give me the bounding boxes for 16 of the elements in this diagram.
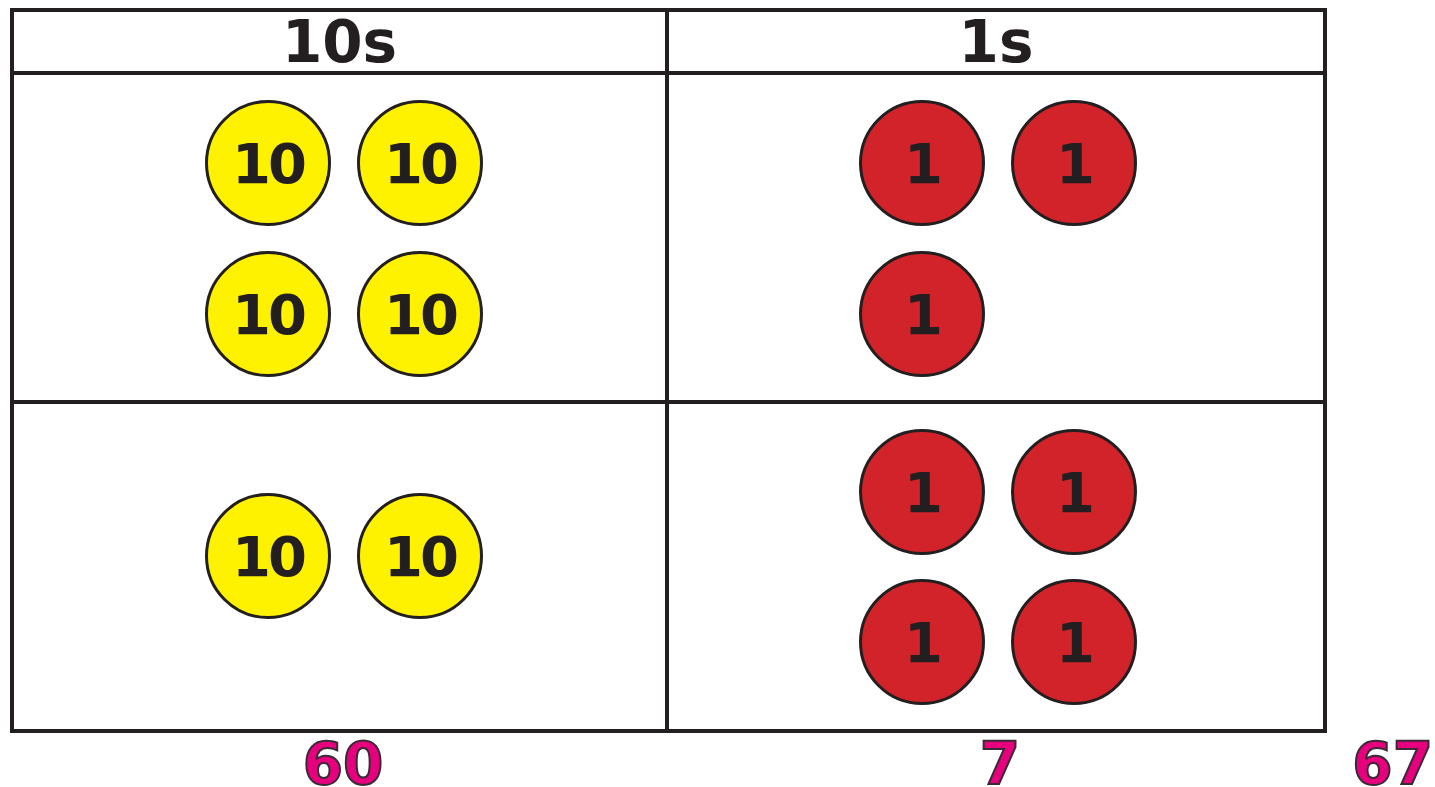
- place-value-counter: 1: [859, 100, 985, 226]
- place-value-counter: 1: [1011, 429, 1137, 555]
- place-value-counter: 1: [859, 251, 985, 377]
- total-number: 7: [979, 735, 1021, 787]
- place-value-counter: 1: [859, 579, 985, 705]
- total-number: 67: [1352, 735, 1433, 787]
- place-value-counter: 10: [205, 100, 331, 226]
- place-value-counter: 1: [1011, 100, 1137, 226]
- place-value-counter: 10: [205, 251, 331, 377]
- place-value-counter: 10: [205, 493, 331, 619]
- place-value-counter: 10: [357, 251, 483, 377]
- total-number: 60: [302, 735, 384, 787]
- place-value-counter: 1: [859, 429, 985, 555]
- place-value-counter: 10: [357, 493, 483, 619]
- place-value-counter: 1: [1011, 579, 1137, 705]
- place-value-counter: 10: [357, 100, 483, 226]
